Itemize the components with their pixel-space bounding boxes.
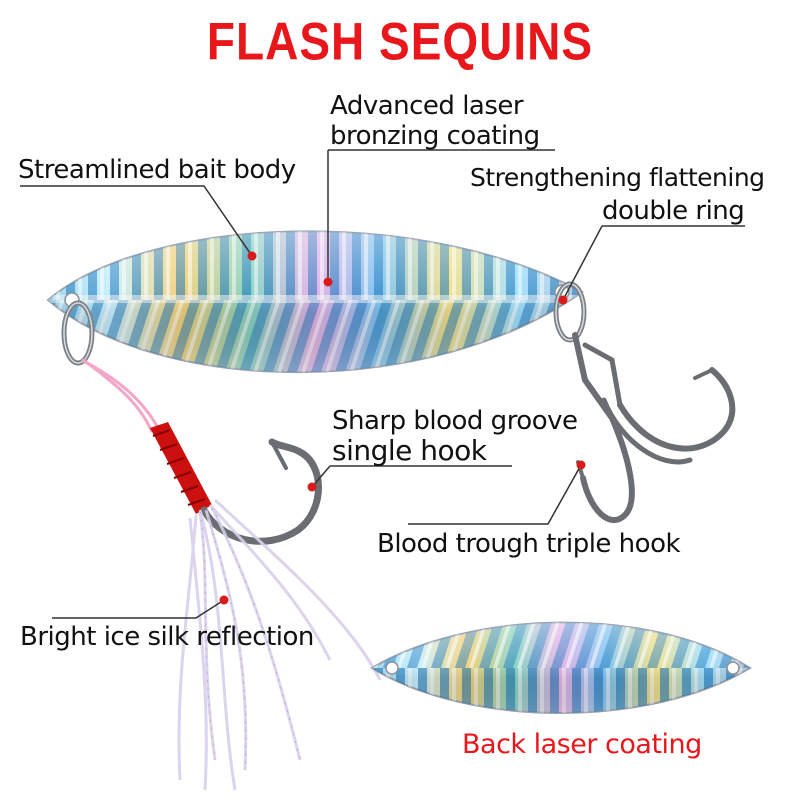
red-thread-wrap	[150, 422, 212, 514]
page-title: FLASH SEQUINS	[206, 11, 594, 71]
label-back-coating: Back laser coating	[462, 729, 702, 760]
markers	[219, 251, 586, 605]
split-ring-right	[553, 281, 587, 343]
label-triple-hook: Blood trough triple hook	[377, 529, 681, 559]
marker-single-hook	[307, 482, 317, 492]
leader-lines	[20, 149, 745, 619]
marker-triple-hook	[576, 460, 586, 470]
label-strengthening-line1: Strengthening flattening	[470, 163, 765, 192]
split-ring-left	[61, 300, 95, 366]
label-ice-silk: Bright ice silk reflection	[20, 622, 314, 652]
label-streamlined: Streamlined bait body	[18, 155, 296, 185]
main-lure-body	[46, 230, 584, 374]
label-advanced-line2: bronzing coating	[330, 121, 540, 151]
marker-streamlined	[247, 251, 257, 261]
marker-advanced	[323, 277, 333, 287]
label-advanced-line1: Advanced laser	[330, 91, 524, 121]
label-sharp-line2: single hook	[332, 434, 487, 467]
back-lure-body	[370, 621, 752, 714]
triple-hook	[572, 332, 736, 523]
assist-line	[81, 358, 160, 433]
marker-ice-silk	[219, 595, 229, 605]
ice-silk-sparkle	[199, 507, 301, 771]
label-strengthening-line2: double ring	[602, 196, 745, 226]
label-sharp-line1: Sharp blood groove	[332, 406, 578, 436]
marker-double-ring	[558, 295, 568, 305]
